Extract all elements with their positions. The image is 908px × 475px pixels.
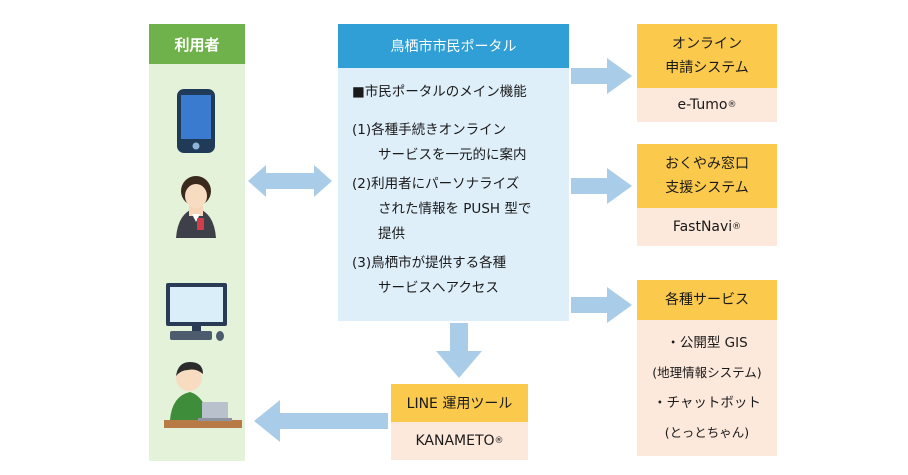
product-name: FastNavi [672, 219, 733, 235]
service-item: (とっとちゃん) [664, 425, 750, 440]
registered-mark: ® [494, 436, 504, 446]
arrow-to-system-1 [571, 58, 632, 94]
portal-heading: ■市民ポータルのメイン機能 [352, 84, 527, 100]
registered-mark: ® [732, 222, 742, 232]
line-tool-title: LINE 運用ツール [391, 384, 528, 422]
system-1-title: オンライン 申請システム [637, 24, 777, 88]
line-tool-product: KANAMETO® [391, 422, 528, 460]
system-1-title-line: 申請システム [665, 60, 749, 76]
system-1-product: e-Tumo® [637, 88, 777, 122]
service-item: ・公開型 GIS [666, 335, 748, 351]
portal-line: された情報を PUSH 型で [378, 201, 532, 217]
man-with-laptop-icon [164, 362, 242, 428]
arrow-to-line-tool [436, 323, 482, 378]
portal-line: サービスを一元的に案内 [378, 147, 527, 163]
arrow-to-system-2 [571, 168, 632, 204]
portal-line: (2)利用者にパーソナライズ [352, 176, 520, 192]
portal-body: ■市民ポータルのメイン機能 (1)各種手続きオンライン サービスを一元的に案内 … [338, 68, 569, 321]
arrow-to-system-3 [571, 287, 632, 323]
arrow-to-users [254, 400, 388, 442]
system-2-title: おくやみ窓口 支援システム [637, 144, 777, 208]
users-header: 利用者 [149, 24, 245, 64]
service-item: ・チャットボット [653, 395, 761, 411]
portal-line: (3)鳥栖市が提供する各種 [352, 255, 507, 271]
system-2-title-line: 支援システム [665, 180, 749, 196]
system-2-product: FastNavi® [637, 208, 777, 246]
system-1-title-line: オンライン [672, 36, 742, 52]
service-item: (地理情報システム) [652, 365, 762, 380]
system-3-title: 各種サービス [637, 280, 777, 320]
registered-mark: ® [727, 100, 737, 110]
system-3-items: ・公開型 GIS (地理情報システム) ・チャットボット (とっとちゃん) [637, 320, 777, 456]
portal-line: 提供 [378, 226, 405, 242]
desktop-computer-icon [166, 283, 227, 341]
portal-line: (1)各種手続きオンライン [352, 122, 507, 138]
product-name: e-Tumo [677, 97, 728, 113]
double-arrow [248, 165, 332, 197]
portal-title: 鳥栖市市民ポータル [338, 24, 569, 68]
woman-with-phone-icon [176, 176, 216, 238]
portal-line: サービスへアクセス [378, 280, 499, 296]
system-2-title-line: おくやみ窓口 [665, 156, 749, 172]
smartphone-icon [177, 89, 215, 153]
product-name: KANAMETO [415, 433, 495, 449]
system-3-title-line: 各種サービス [665, 292, 749, 308]
